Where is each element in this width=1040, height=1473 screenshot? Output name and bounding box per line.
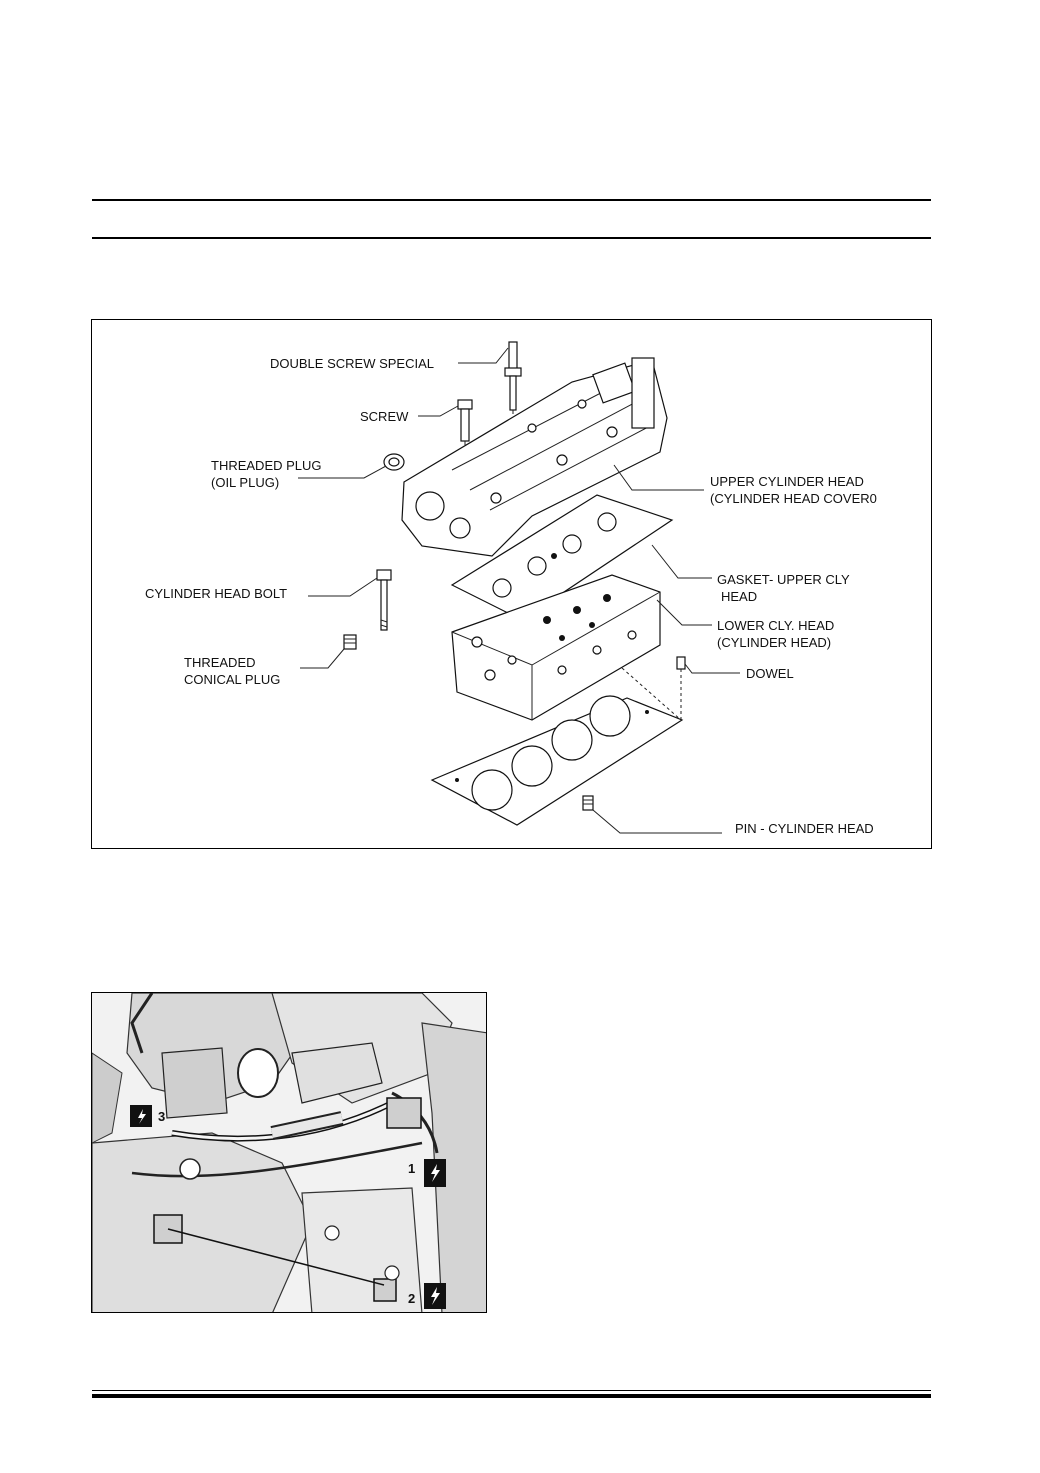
sensor-1 — [386, 1097, 422, 1129]
label-oil-plug: (OIL PLUG) — [211, 475, 279, 490]
header-rule-top — [92, 199, 931, 201]
upper-cylinder-head-part — [401, 357, 668, 557]
label-cylinder-head-bolt: CYLINDER HEAD BOLT — [145, 586, 287, 601]
sensor-2 — [373, 1278, 397, 1302]
label-lower-cly-head: LOWER CLY. HEAD — [717, 618, 834, 633]
cylinder-head-exploded-svg: DOUBLE SCREW SPECIAL SCREW THREADED PLUG… — [145, 341, 877, 836]
warning-icon — [138, 1109, 146, 1124]
label-conical-plug: CONICAL PLUG — [184, 672, 280, 687]
lower-head-gasket-part — [430, 695, 684, 826]
leader-upper-head — [613, 464, 704, 491]
marker-1-number: 1 — [408, 1161, 415, 1176]
label-gasket-upper: GASKET- UPPER CLY — [717, 572, 850, 587]
label-upper-cylinder-head: UPPER CYLINDER HEAD — [710, 474, 864, 489]
leader-screw — [418, 405, 459, 417]
marker-3: 3 — [130, 1105, 165, 1127]
marker-1: 1 — [408, 1159, 446, 1187]
footer-rule-thin — [92, 1390, 931, 1391]
engine-sensor-photo: 3 1 2 — [91, 992, 487, 1313]
leader-gasket-upper — [651, 544, 712, 579]
threaded-conical-plug-part — [343, 634, 357, 650]
label-threaded: THREADED — [184, 655, 256, 670]
leader-oil-plug — [298, 465, 387, 479]
marker-2-number: 2 — [408, 1291, 415, 1306]
header-rule-bottom — [92, 237, 931, 239]
leader-head-bolt — [308, 577, 378, 597]
cylinder-head-pin-part — [582, 795, 594, 811]
dowel-part — [621, 656, 686, 721]
leader-dowel — [684, 663, 740, 674]
label-screw: SCREW — [360, 409, 409, 424]
leader-pin — [592, 809, 722, 834]
warning-icon — [431, 1164, 440, 1182]
marker-3-number: 3 — [158, 1109, 165, 1124]
cylinder-head-bolt-part — [376, 569, 392, 631]
exploded-view-diagram: DOUBLE SCREW SPECIAL SCREW THREADED PLUG… — [91, 319, 932, 849]
label-lower-cylinder-head: (CYLINDER HEAD) — [717, 635, 831, 650]
label-cylinder-head-cover: (CYLINDER HEAD COVER0 — [710, 491, 877, 506]
footer-rule-thick — [92, 1394, 931, 1398]
label-dowel: DOWEL — [746, 666, 794, 681]
upper-head-gasket-part — [450, 494, 674, 621]
leader-lower-head — [656, 599, 712, 626]
engine-photo-svg: 3 1 2 — [92, 993, 486, 1312]
label-double-screw-special: DOUBLE SCREW SPECIAL — [270, 356, 434, 371]
oil-plug-part — [383, 453, 405, 471]
leader-conical-plug — [300, 648, 345, 669]
label-pin-cylinder-head: PIN - CYLINDER HEAD — [735, 821, 874, 836]
label-threaded-plug: THREADED PLUG — [211, 458, 322, 473]
lower-cylinder-head-part — [451, 574, 661, 721]
warning-icon — [431, 1287, 440, 1305]
leader-double-screw — [458, 347, 509, 364]
label-gasket-upper-head: HEAD — [721, 589, 757, 604]
marker-2: 2 — [408, 1283, 446, 1309]
